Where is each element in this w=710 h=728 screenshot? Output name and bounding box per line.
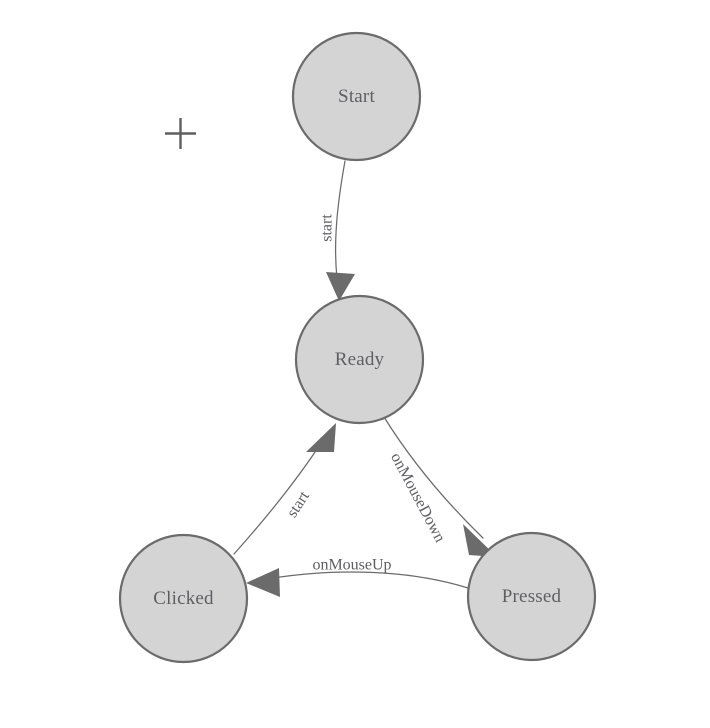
edge-pressed-to-clicked-line	[255, 571, 469, 589]
node-start-label: Start	[338, 86, 375, 107]
node-pressed-label: Pressed	[502, 586, 562, 607]
edge-ready-to-pressed-line	[383, 416, 484, 539]
edge-clicked-to-ready-arrowhead	[306, 423, 336, 452]
node-ready-label: Ready	[335, 349, 385, 370]
node-clicked-circle[interactable]	[118, 533, 249, 664]
edge-pressed-to-clicked-arrowhead	[246, 568, 280, 597]
node-clicked-label: Clicked	[153, 588, 214, 609]
node-pressed[interactable]: Pressed	[466, 531, 597, 662]
node-start[interactable]: Start	[291, 31, 422, 162]
node-clicked[interactable]: Clicked	[118, 533, 249, 664]
edge-start-to-ready-line	[334, 160, 346, 279]
node-layer: Start Ready Clicked Pressed	[118, 31, 597, 664]
edge-clicked-to-ready-label: start	[284, 488, 314, 521]
edge-ready-to-pressed-label: onMouseDown	[387, 450, 448, 545]
edge-clicked-to-ready-line	[233, 436, 326, 555]
edge-start-to-ready-label: start	[319, 214, 336, 242]
node-start-circle[interactable]	[291, 31, 422, 162]
edge-ready-to-pressed[interactable]: onMouseDown	[383, 416, 497, 557]
edge-pressed-to-clicked-label: onMouseUp	[312, 557, 391, 574]
node-ready-circle[interactable]	[294, 294, 425, 425]
edge-start-to-ready-arrowhead	[326, 272, 355, 301]
plus-marker	[165, 118, 196, 149]
edge-clicked-to-ready[interactable]: start	[233, 423, 336, 555]
edge-pressed-to-clicked[interactable]: onMouseUp	[246, 557, 469, 597]
edge-start-to-ready[interactable]: start	[319, 160, 355, 301]
node-ready[interactable]: Ready	[294, 294, 425, 425]
node-pressed-circle[interactable]	[466, 531, 597, 662]
